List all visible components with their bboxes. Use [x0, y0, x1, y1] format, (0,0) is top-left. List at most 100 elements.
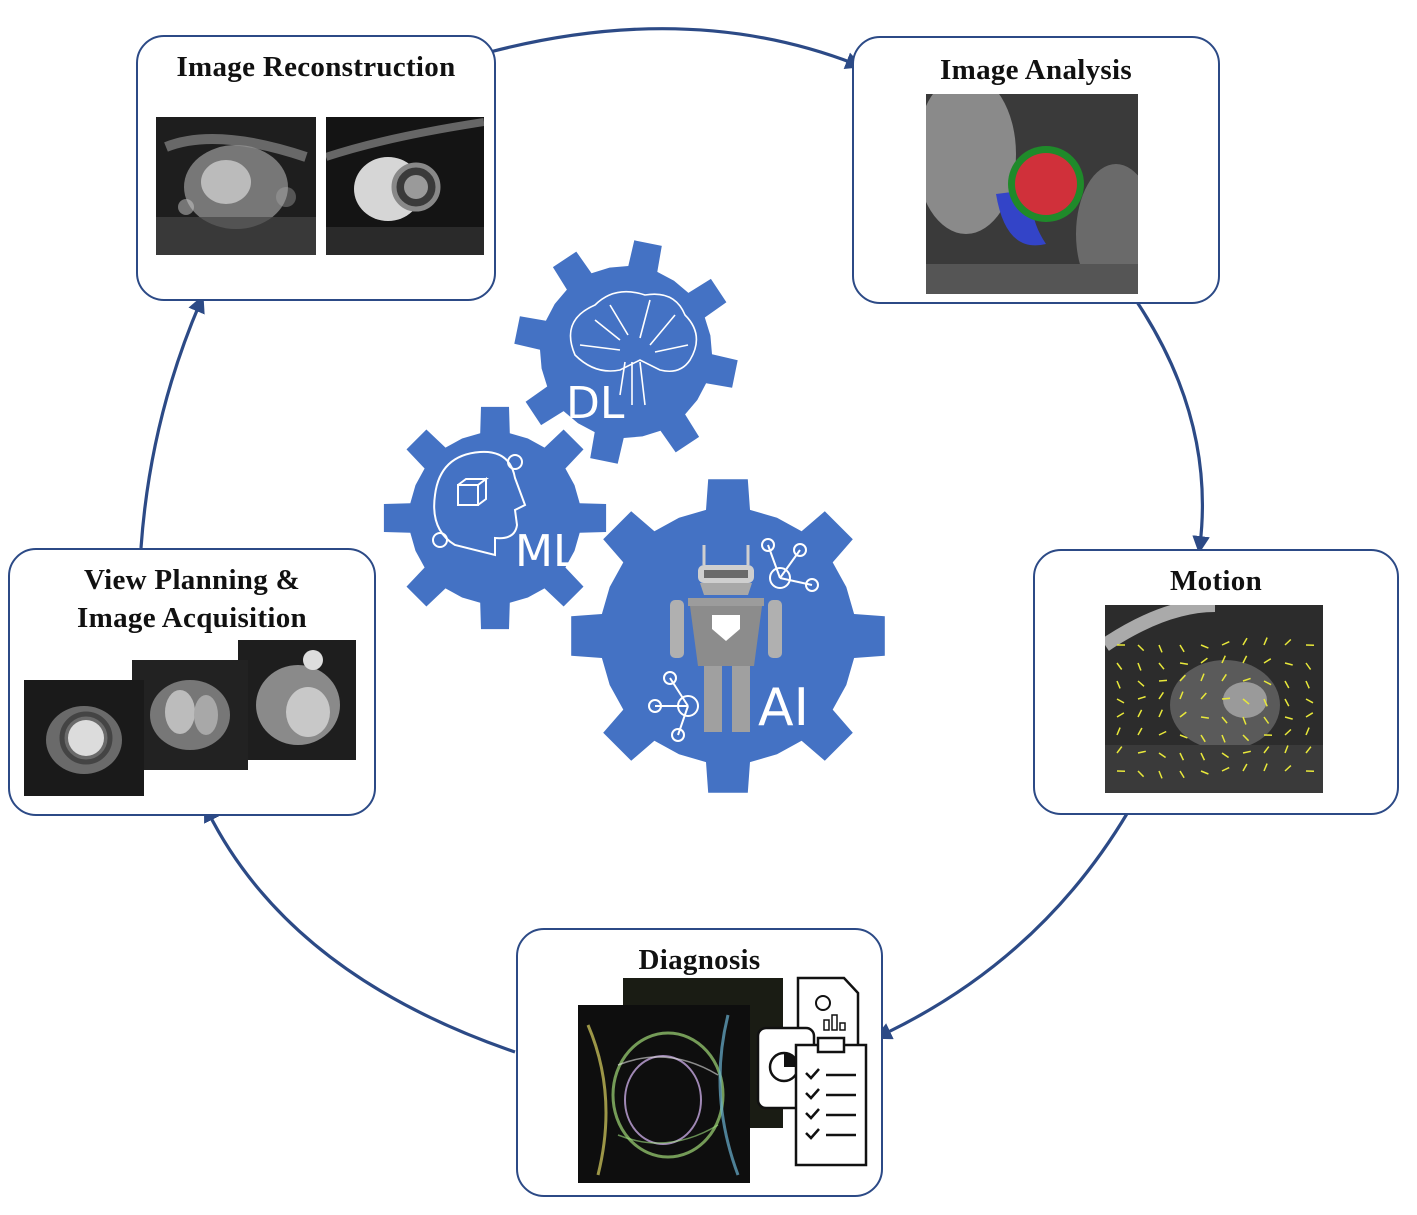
- motion-vector: [1158, 730, 1167, 736]
- arrow-diagnosis-to-planning: [204, 804, 516, 1054]
- stage-title: Image Analysis: [940, 54, 1132, 86]
- motion-vector: [1221, 641, 1230, 646]
- gear-dl-body: [514, 240, 738, 464]
- motion-vector: [1116, 727, 1121, 736]
- motion-vector: [1179, 674, 1186, 682]
- motion-vector: [1158, 709, 1163, 718]
- arrow-planning-to-reconstruction: [139, 294, 205, 549]
- motion-vector: [1179, 752, 1185, 761]
- motion-vector: [1179, 770, 1185, 779]
- motion-vector: [1179, 662, 1189, 666]
- gear-label-ai: AI: [758, 678, 809, 738]
- motion-vector: [1200, 692, 1207, 700]
- motion-vector: [1263, 637, 1268, 646]
- short-axis-view-image: [24, 680, 144, 796]
- brain-circuit-icon: [569, 290, 698, 406]
- motion-vector: [1137, 770, 1145, 778]
- motion-vector: [1284, 662, 1293, 666]
- motion-vector-field-image: [1105, 605, 1323, 793]
- motion-vector: [1305, 746, 1312, 754]
- motion-vector: [1263, 680, 1272, 686]
- motion-vector: [1263, 746, 1270, 754]
- robot-icon: [670, 545, 782, 732]
- motion-vector: [1305, 680, 1310, 689]
- gear-label-dl: DL: [566, 378, 625, 429]
- motion-vector: [1137, 662, 1142, 671]
- motion-vector: [1200, 770, 1209, 775]
- motion-vector: [1242, 637, 1248, 646]
- motion-vector: [1137, 750, 1146, 754]
- head-thinking-icon: [432, 450, 527, 557]
- diagnosis-feature-map-image: [578, 1005, 750, 1183]
- stage-image-analysis: Image Analysis: [852, 36, 1220, 304]
- motion-vector: [1179, 734, 1188, 739]
- gear-ml: ML: [383, 406, 607, 630]
- stage-view-planning: View Planning & Image Acquisition: [8, 548, 376, 816]
- motion-vector: [1116, 698, 1125, 704]
- motion-vector: [1221, 655, 1226, 664]
- motion-vector: [1116, 680, 1121, 689]
- motion-vector: [1137, 709, 1143, 718]
- motion-vector: [1200, 673, 1205, 682]
- motion-vector: [1158, 662, 1165, 670]
- motion-vector: [1158, 752, 1167, 759]
- motion-vector: [1305, 712, 1314, 718]
- motion-vector: [1158, 644, 1163, 653]
- motion-vector: [1221, 734, 1226, 743]
- stage-image-reconstruction: Image Reconstruction: [136, 35, 496, 301]
- motion-vector: [1284, 638, 1292, 646]
- motion-vector: [1200, 657, 1208, 664]
- motion-vector: [1284, 698, 1290, 707]
- motion-vector: [1305, 727, 1310, 736]
- stage-diagnosis: Diagnosis: [516, 928, 883, 1197]
- motion-vector: [1137, 695, 1146, 700]
- motion-vector: [1263, 716, 1270, 724]
- three-chamber-view-image: [238, 640, 356, 760]
- arrow-reconstruction-to-analysis: [489, 27, 864, 70]
- gear-ml-body: [383, 406, 607, 630]
- gear-dl: DL: [514, 240, 738, 464]
- motion-vector: [1221, 673, 1227, 682]
- report-clipboard-icon: [756, 976, 868, 1167]
- motion-vector: [1137, 644, 1145, 652]
- stage-title: Motion: [1169, 565, 1262, 597]
- motion-vector: [1242, 763, 1248, 772]
- stage-title: Diagnosis: [638, 944, 761, 976]
- segmented-heart-image: [926, 94, 1138, 294]
- motion-vector: [1284, 680, 1290, 689]
- motion-vector: [1179, 711, 1187, 718]
- motion-vector: [1242, 750, 1251, 754]
- motion-vector: [1305, 698, 1314, 704]
- motion-vector: [1200, 734, 1206, 743]
- motion-vector: [1221, 752, 1230, 759]
- motion-vector: [1116, 712, 1125, 718]
- motion-vector: [1116, 662, 1123, 670]
- motion-vector: [1179, 644, 1185, 653]
- motion-vector: [1179, 691, 1184, 700]
- motion-vector: [1305, 662, 1312, 670]
- motion-vector: [1242, 677, 1251, 682]
- motion-vector: [1263, 698, 1268, 707]
- motion-vector: [1200, 716, 1210, 719]
- motion-vector: [1158, 770, 1163, 779]
- motion-vector: [1221, 766, 1230, 772]
- motion-vector: [1158, 679, 1168, 682]
- motion-vector: [1263, 763, 1268, 772]
- motion-vector: [1137, 727, 1143, 736]
- undersampled-mri-image: [156, 117, 316, 255]
- motion-vector: [1284, 765, 1292, 772]
- motion-vector: [1200, 752, 1206, 761]
- motion-vector: [1137, 680, 1145, 687]
- motion-vector: [1242, 734, 1250, 742]
- motion-vector: [1242, 698, 1250, 705]
- motion-vector: [1242, 716, 1247, 725]
- gear-ai: AI: [571, 479, 885, 793]
- four-chamber-view-image: [132, 660, 248, 770]
- motion-vector: [1284, 745, 1289, 754]
- motion-vector: [1221, 697, 1231, 700]
- motion-vector: [1284, 728, 1292, 736]
- motion-vector: [1242, 655, 1248, 664]
